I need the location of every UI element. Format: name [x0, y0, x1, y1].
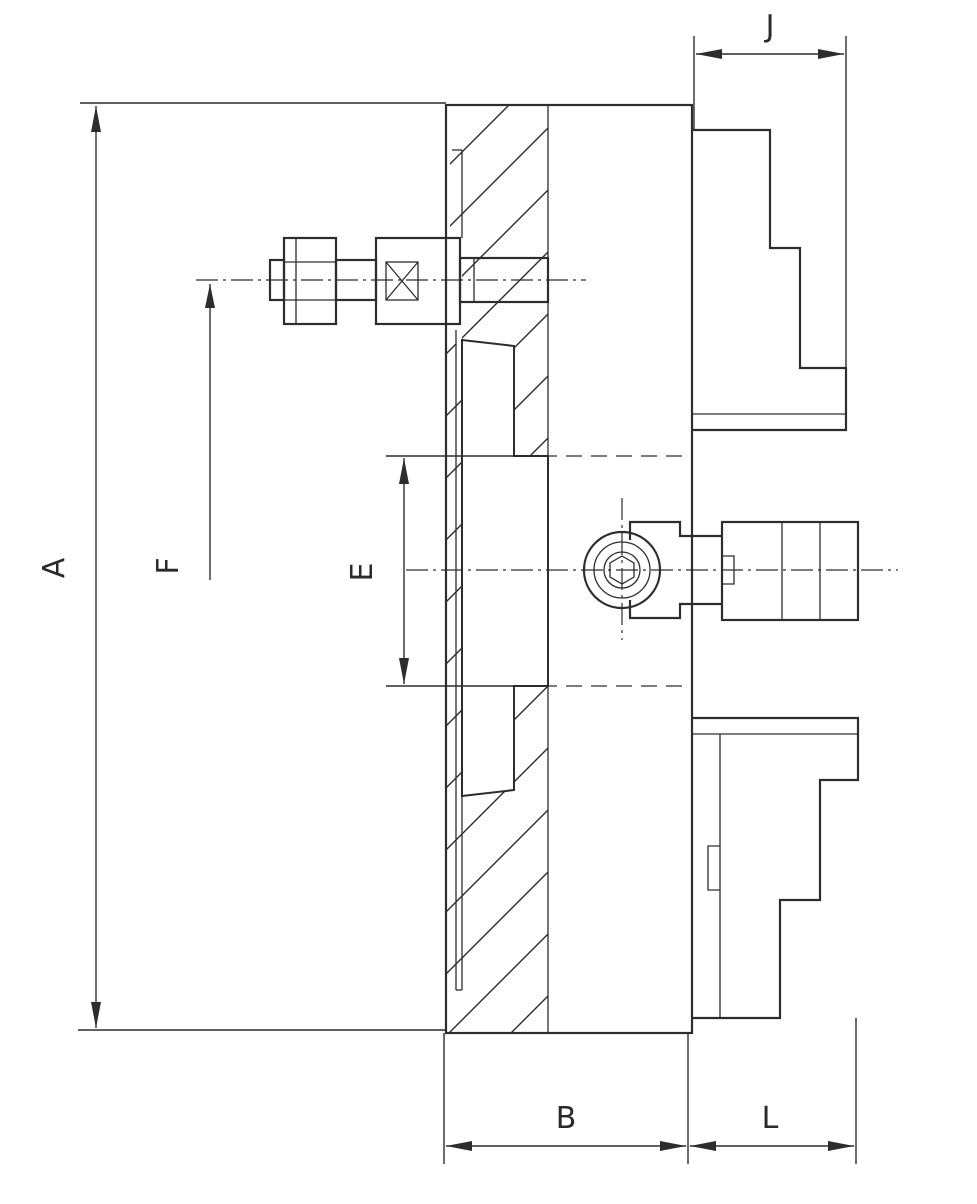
- label-f: F: [151, 557, 186, 574]
- body-outline: [444, 103, 694, 1035]
- center-jaw: [582, 520, 860, 622]
- top-jaw: [692, 128, 848, 432]
- inner-recess: [452, 149, 549, 991]
- dimension-j: J: [693, 9, 847, 368]
- dimension-b: B: [443, 1033, 689, 1164]
- dimension-f: F: [151, 284, 215, 580]
- label-b: B: [556, 1101, 577, 1136]
- center-jaw-block: [720, 520, 860, 622]
- label-a: A: [37, 557, 72, 578]
- bolt-assembly: [268, 236, 550, 326]
- dimension-e: E: [345, 455, 516, 687]
- label-j: J: [764, 9, 775, 44]
- label-e: E: [345, 563, 380, 582]
- dimension-l: L: [690, 1018, 857, 1164]
- label-l: L: [762, 1101, 779, 1136]
- dimension-a: A: [37, 102, 446, 1031]
- hex-nut: [282, 236, 338, 326]
- square-head: [385, 261, 419, 301]
- hidden-lines: [196, 279, 898, 687]
- bottom-jaw: [692, 716, 860, 1020]
